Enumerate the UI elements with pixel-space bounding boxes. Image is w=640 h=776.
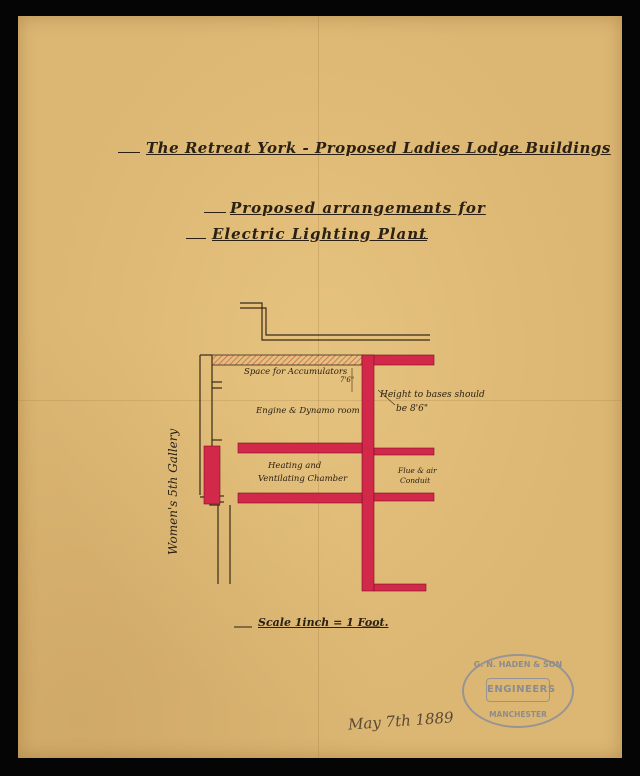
label-flue-2: Conduit — [400, 476, 431, 485]
document-title: The Retreat York - Proposed Ladies Lodge… — [146, 139, 611, 157]
subtitle-dash-right-1 — [410, 212, 432, 213]
subtitle-dash-right-2 — [408, 238, 428, 239]
proposed-walls — [203, 354, 435, 592]
paper-sheet — [18, 16, 622, 758]
label-ventilating-chamber: Ventilating Chamber — [258, 474, 348, 484]
label-height-note-2: be 8'6" — [396, 404, 429, 414]
stamp-top-text: G. N. HADEN & SON — [473, 660, 563, 669]
subtitle-dash-left-1 — [204, 212, 226, 213]
scale-label: Scale 1inch = 1 Foot. — [258, 616, 389, 629]
subtitle-dash-left-2 — [186, 238, 206, 239]
title-dash-right — [502, 152, 522, 153]
height-leader — [377, 389, 396, 406]
label-gallery: Women's 5th Gallery — [166, 428, 180, 555]
fold-line-horizontal — [18, 400, 622, 401]
title-dash-left — [118, 152, 140, 153]
engineer-stamp: G. N. HADEN & SON ENGINEERS MANCHESTER — [462, 654, 574, 728]
label-accumulators-dimension: 7'6" — [340, 376, 355, 384]
stamp-center-text: ENGINEERS — [486, 678, 555, 702]
stamp-bottom-text: MANCHESTER — [489, 710, 547, 719]
document-subtitle-line2: Electric Lighting Plant — [212, 225, 428, 243]
label-heating: Heating and — [268, 461, 322, 471]
accumulator-hatch — [211, 354, 363, 366]
label-accumulators: Space for Accumulators — [244, 367, 348, 377]
fold-line-vertical — [318, 16, 319, 758]
label-height-note-1: Height to bases should — [380, 390, 485, 400]
label-flue-1: Flue & air — [398, 466, 437, 475]
label-engine-room: Engine & Dynamo room — [256, 406, 360, 416]
